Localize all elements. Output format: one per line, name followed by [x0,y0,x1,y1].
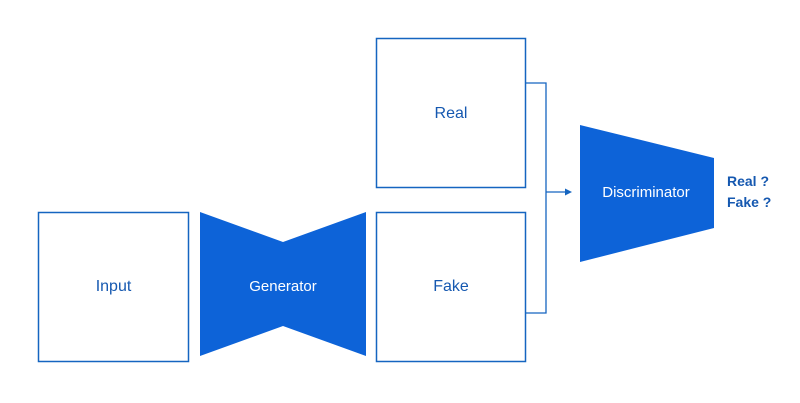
real-box [375,37,527,189]
discriminator-node: Discriminator [580,125,714,262]
input-box [37,211,190,363]
fake-box [375,211,527,363]
generator-node: Generator [200,212,366,356]
input-node: Input [37,211,190,363]
real-label: Real [435,105,468,122]
real-connector-line [526,82,547,192]
output-real-label: Real ? [727,173,769,189]
discriminator-shape [580,125,714,262]
fake-node: Fake [375,211,527,363]
output-fake-label: Fake ? [727,194,771,210]
fake-connector-line [526,192,547,314]
fake-label: Fake [433,278,469,295]
input-label: Input [96,278,132,295]
generator-shape [200,212,366,356]
output-labels: Real ? Fake ? [727,173,771,210]
generator-label: Generator [249,278,317,295]
merge-connector [526,82,572,314]
real-node: Real [375,37,527,189]
discriminator-label: Discriminator [602,184,690,201]
arrow-head-icon [565,188,572,196]
